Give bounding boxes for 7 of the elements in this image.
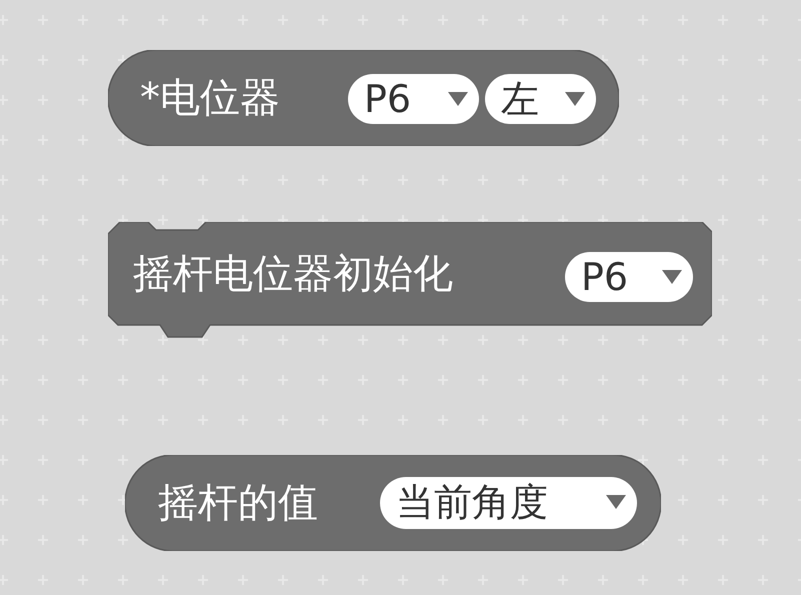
block-label: 摇杆电位器初始化 bbox=[133, 252, 453, 296]
dropdown: 左 bbox=[485, 74, 596, 124]
dropdown: P6 bbox=[348, 74, 479, 124]
block-label: *电位器 bbox=[140, 76, 280, 120]
block-label: 摇杆的值 bbox=[158, 481, 318, 525]
dropdown: 当前角度 bbox=[380, 477, 637, 529]
dropdown: P6 bbox=[565, 252, 693, 302]
